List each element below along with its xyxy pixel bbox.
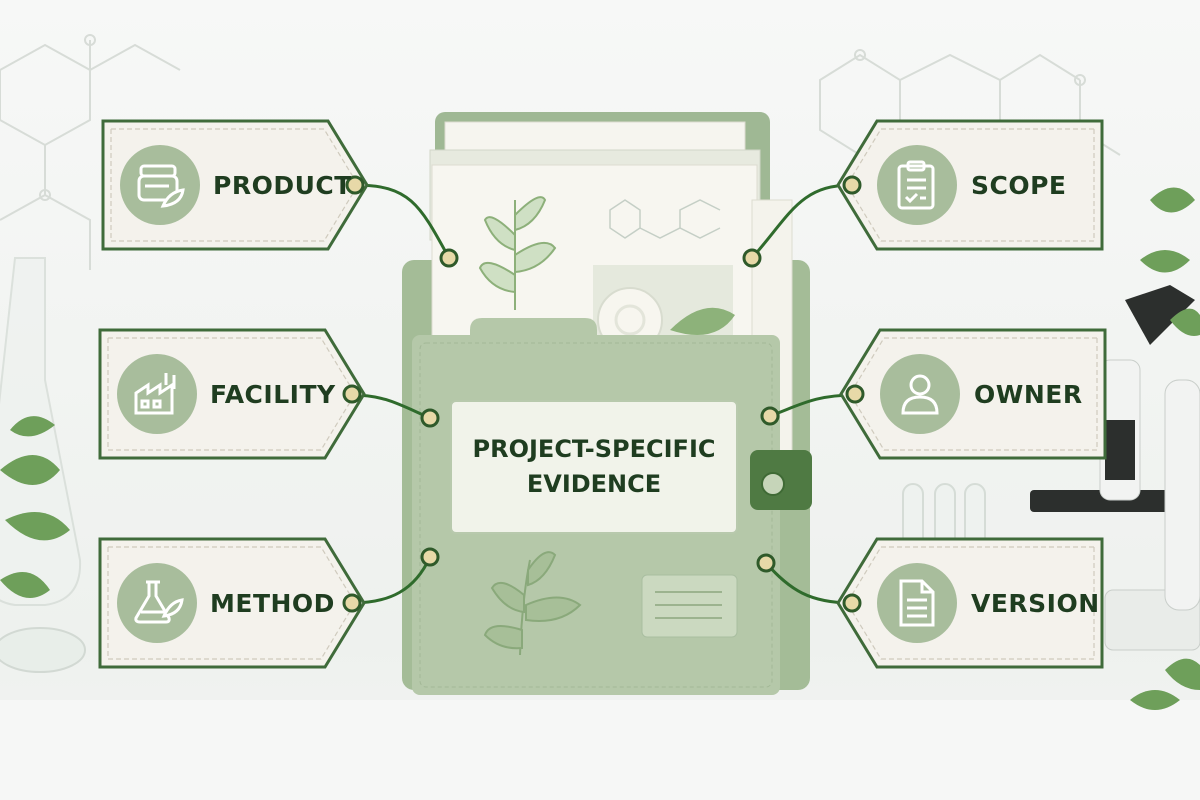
folder-grommets xyxy=(420,248,780,573)
tag-method: METHOD xyxy=(97,536,367,670)
person-icon xyxy=(880,354,960,434)
molecule-network-left xyxy=(0,34,181,270)
tag-label-owner: OWNER xyxy=(974,379,1083,409)
tag-label-facility: FACILITY xyxy=(210,379,336,409)
factory-icon xyxy=(117,354,197,434)
folder-small-label xyxy=(641,574,738,638)
microscope-icon xyxy=(1030,285,1200,651)
tag-label-method: METHOD xyxy=(210,588,335,618)
tag-label-scope: SCOPE xyxy=(971,170,1067,200)
tag-label-version: VERSION xyxy=(971,588,1100,618)
tag-scope: SCOPE xyxy=(835,118,1105,252)
tag-label-product: PRODUCT xyxy=(213,170,352,200)
tag-owner: OWNER xyxy=(838,327,1108,461)
cord-scope xyxy=(750,183,853,259)
tag-facility: FACILITY xyxy=(97,327,367,461)
folder-clasp xyxy=(750,450,812,510)
plant-leaves-left xyxy=(0,416,70,598)
flask-leaf-icon xyxy=(117,563,197,643)
project-specific-evidence-label: PROJECT-SPECIFIC EVIDENCE xyxy=(450,400,738,534)
embossed-leaf xyxy=(483,551,582,656)
document-icon xyxy=(877,563,957,643)
molecule-sketch xyxy=(609,199,721,239)
tag-product: PRODUCT xyxy=(100,118,370,252)
leaf-sketch xyxy=(478,196,557,310)
cord-product xyxy=(354,183,451,259)
evidence-title: PROJECT-SPECIFIC EVIDENCE xyxy=(472,435,716,498)
plant-leaves-right xyxy=(1130,187,1200,710)
tag-version: VERSION xyxy=(835,536,1105,670)
clipboard-checklist-icon xyxy=(877,145,957,225)
product-jar-leaf-icon xyxy=(120,145,200,225)
